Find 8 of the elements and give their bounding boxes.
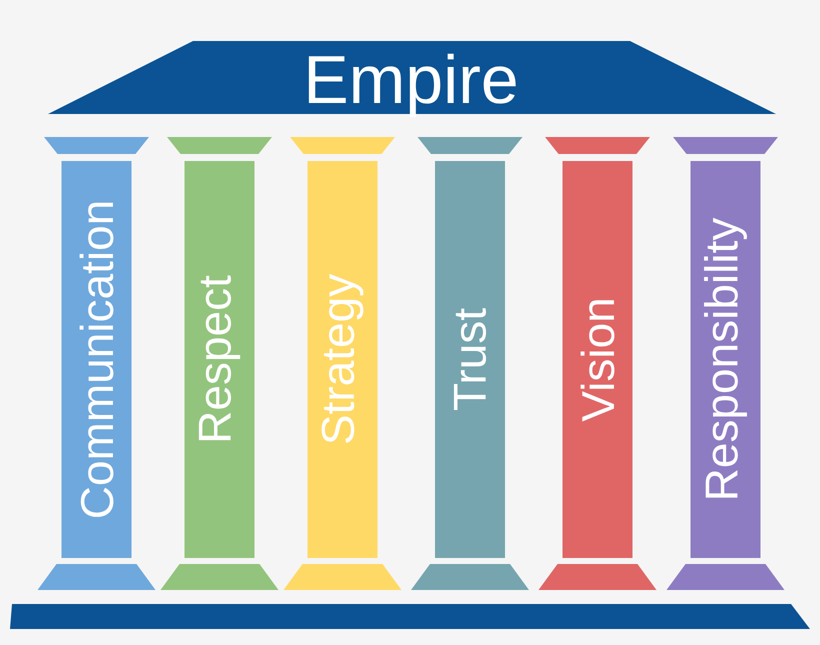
pillar: Trust	[411, 137, 529, 590]
pillar: Responsibility	[666, 137, 784, 590]
base-slab	[10, 604, 810, 629]
pillar: Respect	[160, 137, 278, 590]
roof: Empire	[48, 41, 776, 118]
pillar: Vision	[538, 137, 656, 590]
pillar: Communication	[38, 137, 156, 590]
pillar: Strategy	[284, 137, 402, 590]
